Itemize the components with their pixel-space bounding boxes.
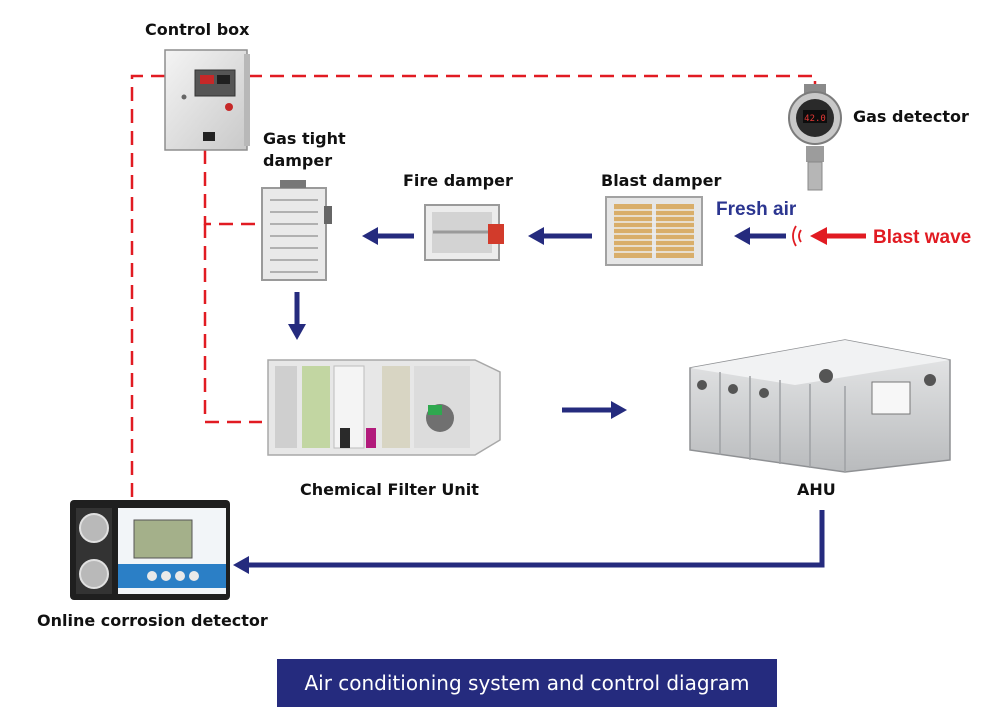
- svg-text:42.0: 42.0: [804, 114, 826, 124]
- online-corrosion-detector-label: Online corrosion detector: [37, 611, 268, 630]
- gas-detector-label: Gas detector: [853, 107, 969, 126]
- gas-tight-damper-label-line1: Gas tight: [263, 129, 346, 148]
- control-line-to-corrosion-detector: [130, 74, 165, 500]
- blast-wave-symbol: [792, 225, 802, 247]
- fresh-air-label: Fresh air: [716, 199, 797, 220]
- control-box-device: [164, 49, 250, 151]
- arrow-filter-to-ahu-head: [611, 401, 627, 419]
- control-line-to-filter-unit: [203, 224, 262, 424]
- arrow-blast-to-fire-head: [528, 227, 544, 245]
- control-line-to-gas-tight-damper: [203, 150, 262, 226]
- control-box-label: Control box: [145, 20, 250, 39]
- arrow-gas-tight-to-filter-head: [288, 324, 306, 340]
- control-line-to-gas-detector: [248, 74, 817, 96]
- arrow-fire-to-gas-tight-head: [362, 227, 378, 245]
- fire-damper-device: [424, 204, 504, 261]
- blast-wave-arrow-head: [810, 227, 827, 245]
- fire-damper-label: Fire damper: [403, 171, 513, 190]
- diagram-caption: Air conditioning system and control diag…: [277, 659, 777, 707]
- chemical-filter-unit-label: Chemical Filter Unit: [300, 480, 479, 499]
- arrow-ahu-to-corrosion-detector-head: [233, 556, 249, 574]
- ahu-label: AHU: [797, 480, 836, 499]
- blast-wave-label: Blast wave: [873, 227, 972, 248]
- shock-wave-arc-2: [798, 229, 802, 243]
- blast-damper-device: [605, 196, 703, 266]
- ahu-device: [689, 339, 951, 473]
- chemical-filter-unit-device: [267, 359, 501, 456]
- shock-wave-arc-1: [792, 225, 797, 247]
- airflow-arrows: [233, 227, 825, 574]
- gas-detector-device: 42.0: [788, 84, 842, 191]
- arrow-ahu-to-corrosion-detector: [248, 510, 825, 568]
- gas-tight-damper-label-line2: damper: [263, 151, 333, 170]
- blast-damper-label: Blast damper: [601, 171, 722, 190]
- arrow-fresh-air-in-head: [734, 227, 750, 245]
- online-corrosion-detector-device: [70, 500, 230, 600]
- gas-tight-damper-device: [261, 180, 332, 281]
